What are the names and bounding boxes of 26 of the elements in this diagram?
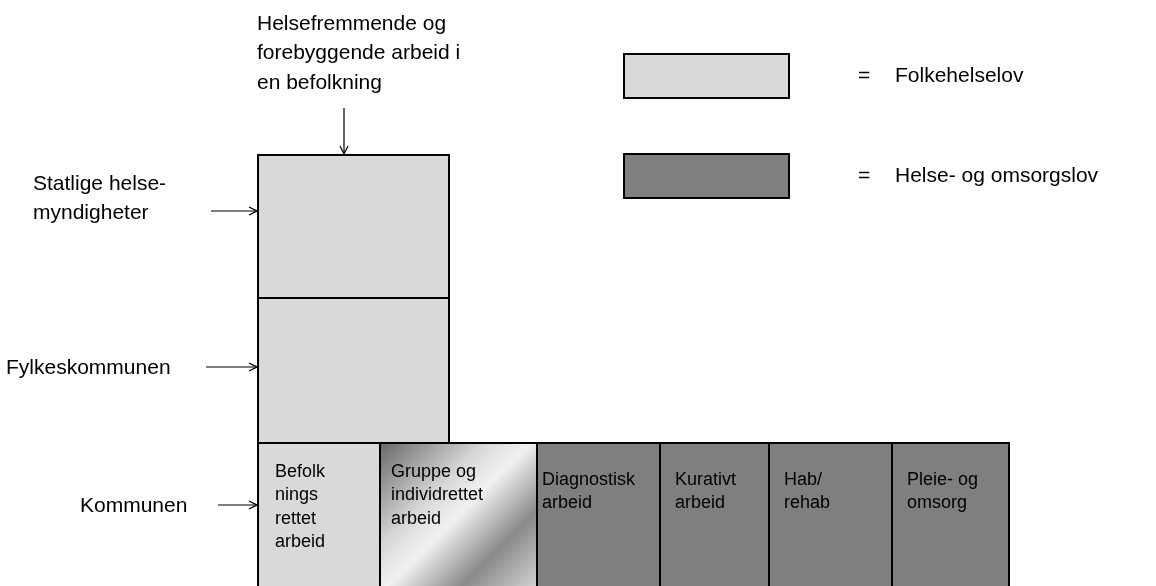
level-label: Statlige helse- myndigheter [33, 168, 211, 254]
arrow [205, 362, 258, 372]
empty-box [257, 154, 450, 299]
level-label: Fylkeskommunen [6, 352, 206, 382]
box-label: Gruppe og individrettet arbeid [391, 460, 485, 530]
box-label: Befolk nings rettet arbeid [275, 460, 327, 554]
service-box [379, 442, 538, 586]
service-box [659, 442, 770, 586]
equals-sign: = [858, 162, 871, 188]
equals-sign: = [858, 62, 871, 88]
box-label: Pleie- og omsorg [907, 468, 980, 515]
service-box [536, 442, 661, 586]
service-box [768, 442, 893, 586]
legend-label: Folkehelselov [895, 62, 1024, 88]
box-label: Kurativt arbeid [675, 468, 738, 515]
annotation-text: Helsefremmende og forebyggende arbeid i en befolkning [257, 8, 462, 108]
arrow [217, 500, 258, 510]
level-label: Kommunen [80, 490, 218, 520]
box-label: Hab/ rehab [784, 468, 832, 515]
arrow [210, 206, 258, 216]
service-box [891, 442, 1010, 586]
empty-box [257, 297, 450, 444]
service-box [257, 442, 381, 586]
arrow [339, 107, 349, 155]
box-label: Diagnostisk arbeid [542, 468, 637, 515]
legend-label: Helse- og omsorgslov [895, 162, 1099, 188]
